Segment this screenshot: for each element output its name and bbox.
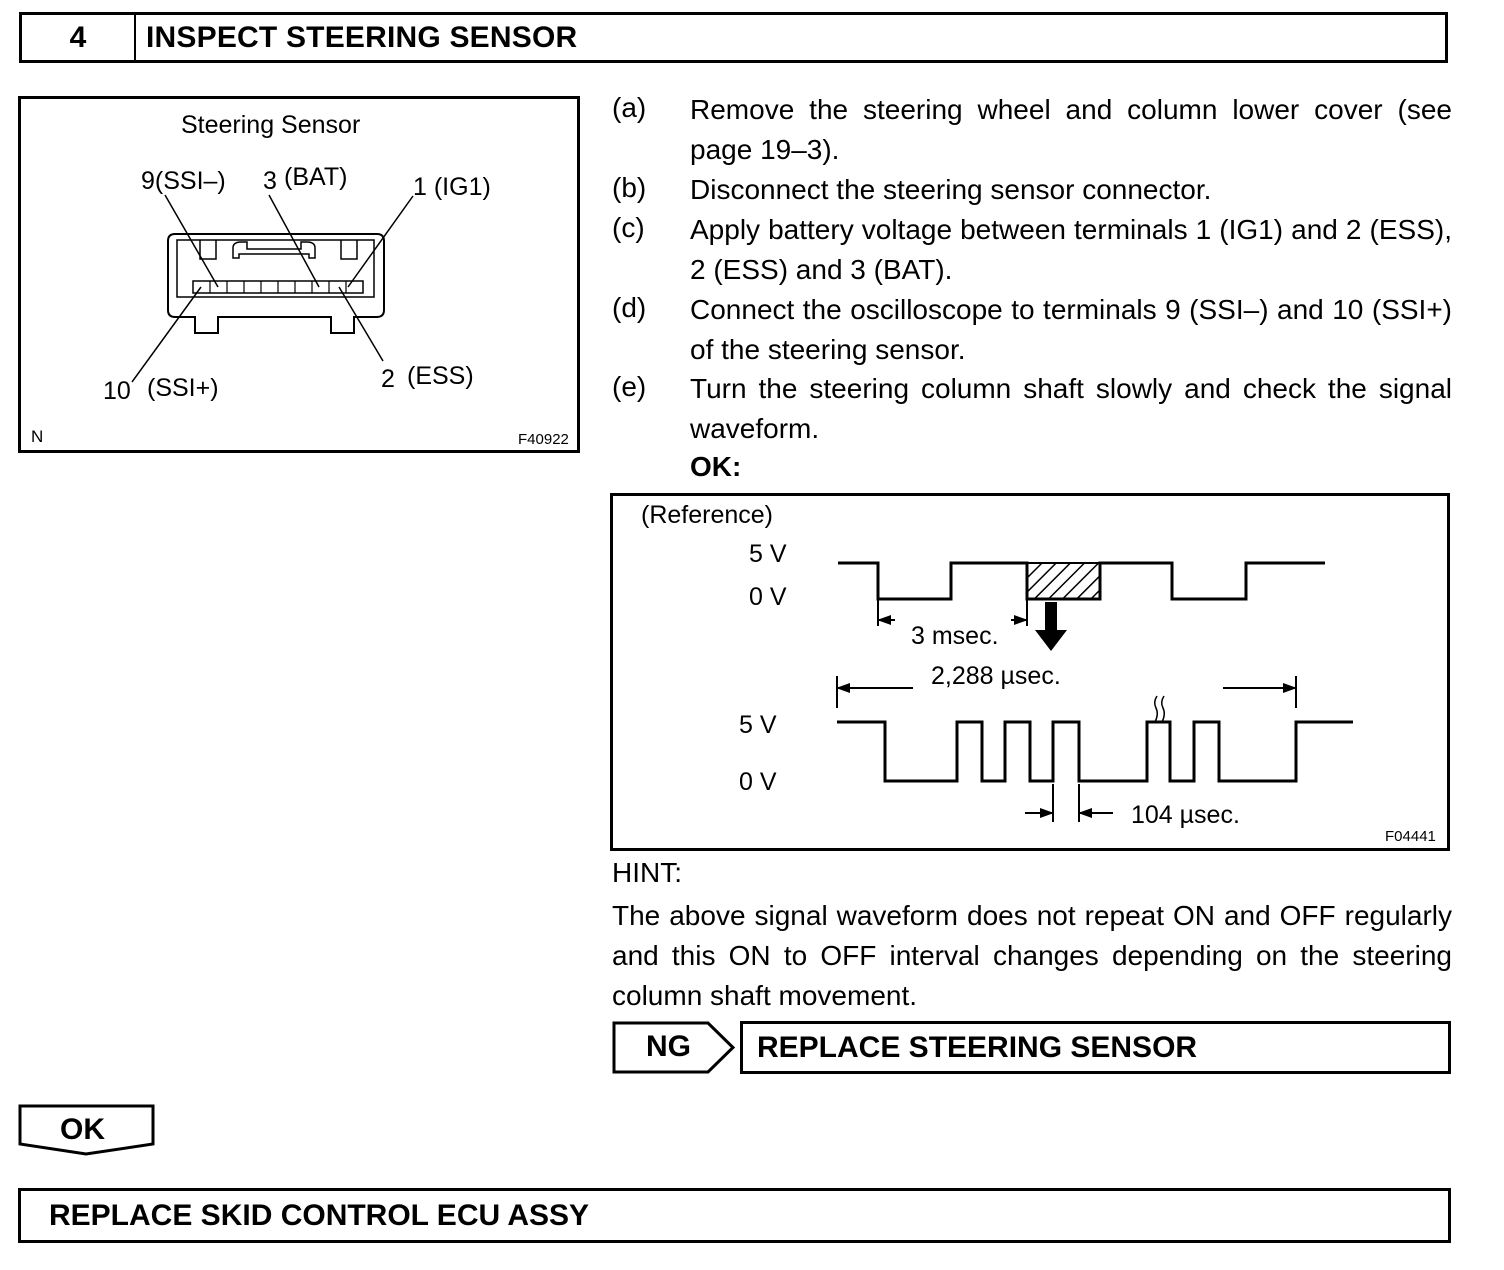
pin-10-name: (SSI+) <box>147 374 219 402</box>
zoom-arrow <box>1035 602 1067 651</box>
ng-tag-label: NG <box>646 1030 691 1063</box>
zoom-region <box>1026 562 1101 600</box>
pin-3-number: 3 <box>263 167 277 195</box>
pin-9-label: 9(SSI–) <box>141 167 226 195</box>
top-0v-label: 0 V <box>749 583 787 611</box>
connector-housing <box>167 233 385 334</box>
left-latch <box>199 240 217 260</box>
terminal-dividers <box>209 281 347 293</box>
step-d-text: Connect the oscilloscope to terminals 9 … <box>690 294 1452 365</box>
center-lock <box>232 241 316 259</box>
ok-tag-label: OK <box>60 1113 105 1146</box>
waveform-figure: (Reference) 5 V 0 V 3 msec. 2,288 µsec. … <box>610 493 1450 851</box>
pin-2-name: (ESS) <box>407 362 474 390</box>
bit-dimension <box>1025 784 1113 822</box>
ng-tag: NG <box>612 1021 736 1074</box>
ok-tag: OK <box>18 1104 156 1158</box>
connector-figure-title: Steering Sensor <box>181 111 361 139</box>
period-dimension <box>877 599 1028 626</box>
step-a-letter: (a) <box>612 92 647 123</box>
right-latch <box>340 240 358 260</box>
period-label: 3 msec. <box>911 622 999 650</box>
leader-lines <box>131 194 414 383</box>
step-a-text: Remove the steering wheel and column low… <box>690 94 1452 165</box>
pin-2-number: 2 <box>381 365 395 393</box>
connector-figure: Steering Sensor 9(SSI–) 3 (BAT) 1 (IG1) … <box>18 96 580 453</box>
ng-action-box: REPLACE STEERING SENSOR <box>740 1021 1451 1074</box>
step-b-text: Disconnect the steering sensor connector… <box>690 174 1212 205</box>
connector-cavity <box>176 239 375 298</box>
bottom-5v-label: 5 V <box>739 711 777 739</box>
step-e-text: Turn the steering column shaft slowly an… <box>690 373 1452 444</box>
reference-label: (Reference) <box>641 501 773 529</box>
pin-3-name: (BAT) <box>284 163 348 191</box>
step-c-letter: (c) <box>612 212 645 243</box>
step-title: INSPECT STEERING SENSOR <box>146 20 578 54</box>
bit-width-label: 104 µsec. <box>1131 801 1240 829</box>
step-number: 4 <box>22 15 136 60</box>
waveform-drawing <box>836 561 1353 822</box>
break-mark <box>1153 695 1166 723</box>
serial-waveform <box>837 720 1353 783</box>
ng-action-label: REPLACE STEERING SENSOR <box>757 1030 1198 1064</box>
bottom-0v-label: 0 V <box>739 768 777 796</box>
pin-10-number: 10 <box>103 377 131 405</box>
ng-arrow-shape <box>612 1021 736 1074</box>
waveform-figure-id: F04441 <box>1385 828 1436 845</box>
step-b-letter: (b) <box>612 172 647 203</box>
final-action-label: REPLACE SKID CONTROL ECU ASSY <box>49 1198 590 1232</box>
top-5v-label: 5 V <box>749 540 787 568</box>
ok-tab-shape <box>18 1104 155 1156</box>
step-c-text: Apply battery voltage between terminals … <box>690 214 1452 285</box>
frame-label: 2,288 µsec. <box>931 662 1061 690</box>
step-header: 4 INSPECT STEERING SENSOR <box>19 12 1448 63</box>
frame-dimension <box>836 676 1297 708</box>
connector-drawing <box>131 194 414 383</box>
pin-1-label: 1 (IG1) <box>413 173 491 201</box>
figure-corner-mark: N <box>31 427 44 446</box>
connector-figure-id: F40922 <box>518 431 569 448</box>
hint-label: HINT: <box>612 857 682 888</box>
hint-text: The above signal waveform does not repea… <box>612 900 1452 1011</box>
final-action-box: REPLACE SKID CONTROL ECU ASSY <box>18 1188 1451 1243</box>
ok-heading: OK: <box>690 451 742 482</box>
step-e-letter: (e) <box>612 371 647 402</box>
step-d-letter: (d) <box>612 292 647 323</box>
